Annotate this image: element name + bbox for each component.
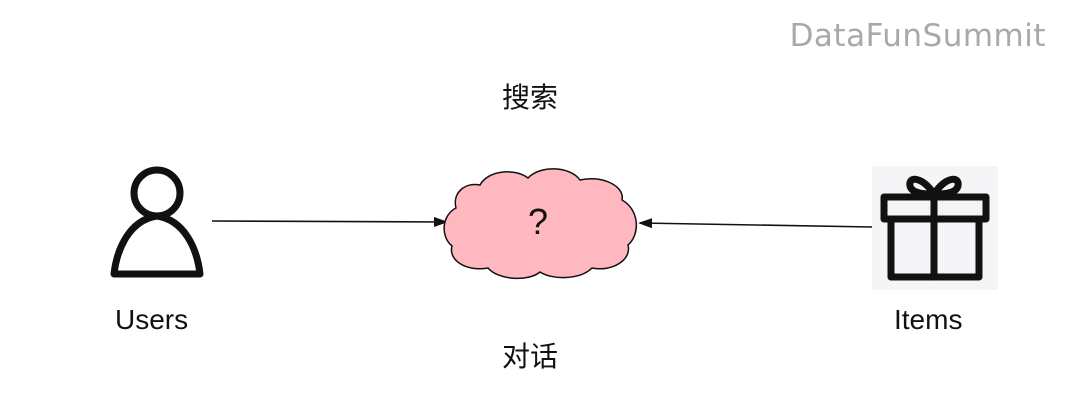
cloud-shape [443, 168, 637, 280]
cloud-question-mark: ? [528, 201, 548, 242]
arrow-users-to-cloud [211, 216, 448, 227]
label-users: Users [115, 304, 189, 335]
watermark: DataFunSummit [789, 18, 1046, 54]
label-dialogue: 对话 [502, 340, 559, 373]
arrow-items-to-cloud [638, 218, 873, 229]
gift-icon [880, 175, 990, 281]
user-icon [110, 166, 204, 278]
label-search: 搜索 [502, 81, 559, 114]
label-items: Items [894, 304, 963, 335]
